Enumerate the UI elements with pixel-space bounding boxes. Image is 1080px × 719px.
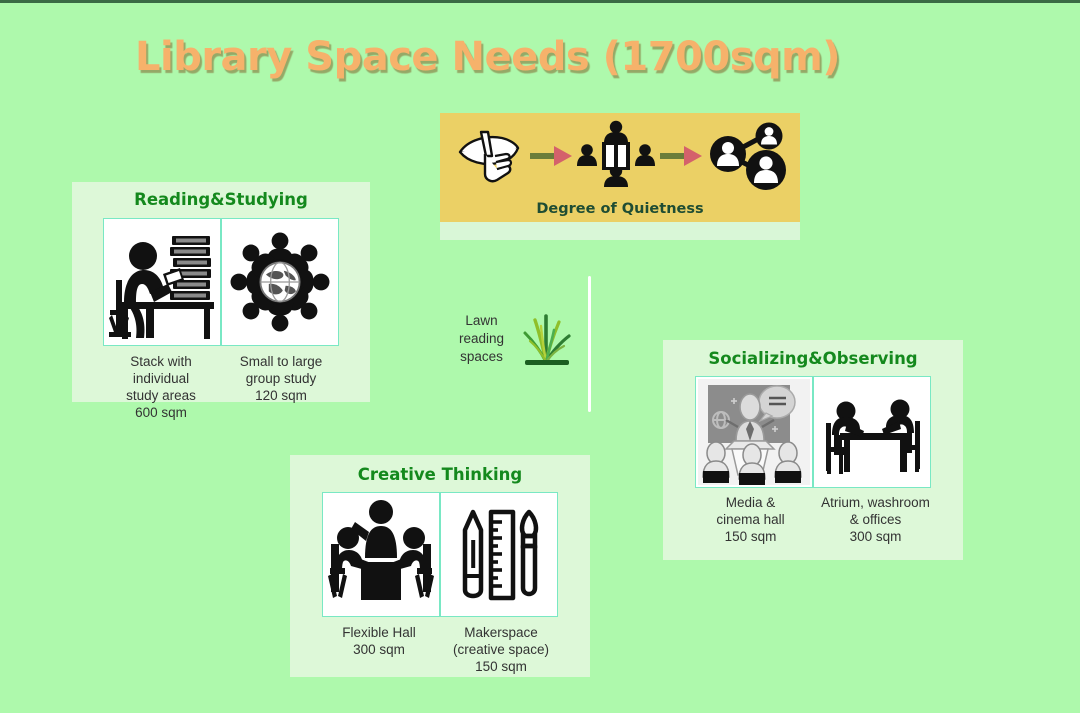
caption-line: & offices — [849, 512, 902, 527]
caption-line: group study — [245, 371, 317, 386]
caption-line: Stack with individual — [130, 354, 192, 386]
degree-of-quietness-banner: Degree of Quietness — [440, 113, 800, 222]
pic-person-reading-at-desk — [103, 218, 221, 346]
banner-icon-row — [440, 115, 800, 197]
card-title-reading: Reading&Studying — [134, 190, 308, 209]
card-title-creative: Creative Thinking — [357, 465, 523, 484]
area-value: 600 sqm — [135, 405, 187, 420]
caption-creative-item-0: Flexible Hall 300 sqm — [318, 624, 440, 675]
lawn-label-line: spaces — [460, 349, 503, 364]
area-value: 150 sqm — [724, 529, 777, 544]
lawn-label-line: Lawn — [465, 313, 498, 328]
two-people-at-table-icon — [826, 399, 920, 474]
card-social-captions: Media & cinema hall 150 sqm Atrium, wash… — [663, 494, 963, 545]
meeting-table-collaboration-icon — [328, 499, 434, 600]
caption-line: Media & — [725, 495, 776, 510]
lawn-label-line: reading — [458, 331, 505, 346]
caption-line: Atrium, washroom — [821, 495, 930, 510]
banner-label: Degree of Quietness — [536, 201, 704, 217]
caption-line: Small to large — [239, 354, 323, 369]
lawn-label: Lawn reading spaces — [452, 312, 511, 366]
caption-line: Flexible Hall — [342, 625, 416, 640]
presentation-audience-icon — [698, 379, 810, 485]
card-social-images — [663, 376, 963, 488]
lawn-reading-spaces-group: Lawn reading spaces — [452, 308, 577, 370]
social-network-people-icon — [706, 120, 788, 192]
person-reading-at-desk-icon — [109, 236, 214, 339]
caption-reading-item-1: Small to large group study 120 sqm — [221, 353, 341, 421]
caption-reading-item-0: Stack with individual study areas 600 sq… — [101, 353, 221, 421]
arrow-right-icon-2 — [660, 145, 702, 167]
banner-lower-strip — [440, 221, 800, 240]
area-value: 150 sqm — [475, 659, 527, 674]
group-reading-book-icon — [576, 119, 656, 193]
caption-line: study areas — [126, 388, 196, 403]
area-value: 300 sqm — [353, 642, 405, 657]
shush-finger-icon — [452, 126, 526, 186]
card-creative-images — [290, 492, 590, 617]
area-value: 120 sqm — [255, 388, 307, 403]
pic-pencil-ruler-paintbrush — [440, 492, 558, 617]
pic-presentation-audience — [695, 376, 813, 488]
caption-creative-item-1: Makerspace (creative space) 150 sqm — [440, 624, 562, 675]
page-title: Library Space Needs (1700sqm) — [135, 34, 841, 80]
card-creative-thinking[interactable]: Creative Thinking — [290, 455, 590, 677]
pic-group-circle-globe — [221, 218, 339, 346]
caption-line: Makerspace — [464, 625, 538, 640]
pencil-ruler-paintbrush-icon — [462, 509, 539, 600]
grass-tuft-icon — [515, 308, 577, 370]
caption-line: cinema hall — [716, 512, 785, 527]
arrow-right-icon-1 — [530, 145, 572, 167]
card-reading-captions: Stack with individual study areas 600 sq… — [72, 353, 370, 421]
vertical-divider — [588, 276, 591, 412]
card-reading-images — [72, 218, 370, 346]
card-creative-captions: Flexible Hall 300 sqm Makerspace (creati… — [290, 624, 590, 675]
caption-social-item-1: Atrium, washroom & offices 300 sqm — [813, 494, 938, 545]
card-title-social: Socializing&Observing — [708, 349, 918, 368]
group-circle-globe-icon — [230, 232, 330, 332]
pic-two-people-at-table — [813, 376, 931, 488]
pic-meeting-table-collaboration — [322, 492, 440, 617]
card-reading-studying[interactable]: Reading&Studying — [72, 182, 370, 420]
area-value: 300 sqm — [849, 529, 902, 544]
caption-line: (creative space) — [452, 642, 550, 657]
caption-social-item-0: Media & cinema hall 150 sqm — [688, 494, 813, 545]
card-socializing-observing[interactable]: Socializing&Observing — [663, 340, 963, 560]
